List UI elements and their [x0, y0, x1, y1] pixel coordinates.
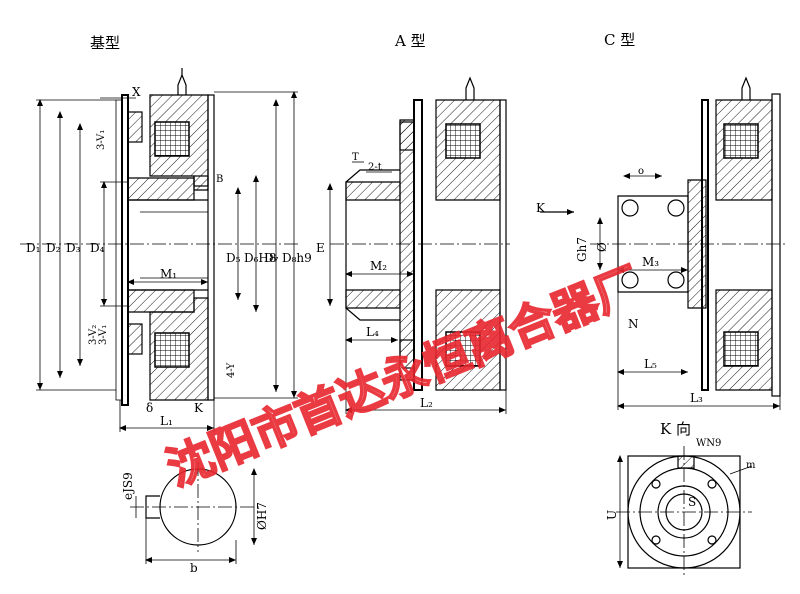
base-hub-bottom: [127, 289, 195, 313]
dim-k: K: [194, 401, 204, 415]
k-view: WN9 m S U: [605, 438, 756, 578]
label-3-v2: 3-V₂: [88, 325, 99, 345]
dim-b: B: [216, 174, 223, 185]
title-k-view: K 向: [660, 420, 691, 438]
base-friction-disk: [115, 99, 123, 401]
bore-section-view: b ØH7 eJS9: [121, 462, 269, 575]
dim-u: U: [605, 510, 619, 520]
label-3-v1-upper: 3-V₁: [96, 130, 107, 150]
base-armature-plate: [121, 94, 129, 406]
base-coil-upper: [154, 121, 190, 157]
base-coil-lower: [154, 332, 190, 368]
dim-ejs9: eJS9: [121, 472, 135, 500]
label-4-y: 4-Y: [226, 362, 237, 378]
dim-d6: D₆H8: [244, 251, 277, 265]
title-base-type: 基型: [90, 34, 120, 52]
dim-m3: M₃: [642, 255, 659, 269]
dim-d7: D₇: [264, 251, 279, 265]
dim-phi: Ø: [595, 242, 609, 252]
dim-d4: D₄: [90, 241, 105, 255]
dim-l5: L₅: [644, 357, 657, 371]
dim-x: X: [132, 85, 141, 99]
dim-l2: L₂: [420, 396, 433, 410]
dim-gh7: Gh7: [575, 237, 589, 262]
dim-b-small: b: [190, 561, 198, 575]
label-3-v1-lower: 3-V₁: [98, 325, 109, 345]
base-hub-top: [127, 177, 195, 201]
dim-e: E: [316, 241, 325, 255]
view-k-arrow-label: K: [536, 201, 546, 215]
dim-d3: D₃: [66, 241, 81, 255]
dim-d1: D₁: [26, 241, 40, 255]
dim-2-t: 2-t: [368, 162, 382, 173]
dim-t: T: [352, 152, 359, 163]
base-type-view: D₁ D₂ D₃ D₄ X 3-V₁ 3-V₂ 3-V₁ B D₅ D₆H8 D…: [20, 68, 312, 432]
title-a-type: A 型: [394, 32, 426, 50]
dim-s: S: [688, 495, 696, 509]
dim-m: m: [746, 460, 756, 471]
dim-m2: M₂: [370, 259, 387, 273]
dim-n: N: [628, 317, 639, 331]
title-c-type: C 型: [604, 31, 635, 49]
dim-m1: M₁: [160, 267, 177, 281]
a-type-view: T 2-t E M₂ L₄ L₂: [316, 76, 510, 414]
dim-d2: D₂: [46, 241, 61, 255]
dim-delta: δ: [146, 401, 153, 415]
dim-d5: D₅: [226, 251, 241, 265]
dim-l4: L₄: [366, 325, 379, 339]
dim-wn9: WN9: [696, 438, 721, 449]
dim-o: o: [638, 166, 644, 177]
dim-l1: L₁: [160, 414, 173, 428]
dim-l3: L₃: [690, 391, 703, 405]
c-type-view: Gh7 Ø o M₃ N L₅ L₃ K: [536, 76, 785, 410]
dim-d8: D₈h9: [282, 251, 312, 265]
dim-h7: ØH7: [255, 502, 269, 530]
